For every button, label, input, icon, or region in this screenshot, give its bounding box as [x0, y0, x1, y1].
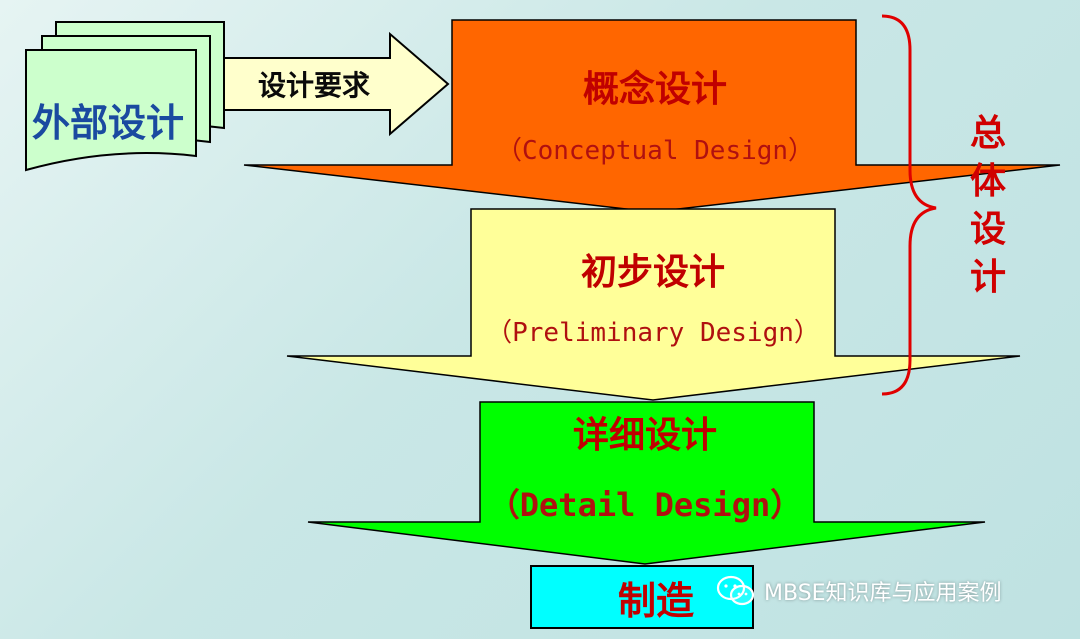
detail-design-subtitle: （Detail Design） — [487, 486, 803, 524]
external-doc-front — [25, 49, 197, 172]
conceptual-design-title: 概念设计 — [582, 69, 728, 110]
requirement-arrow — [223, 31, 450, 137]
external-design-document-stack — [25, 21, 225, 172]
manufacturing-box — [530, 565, 754, 629]
preliminary-design-arrow — [286, 208, 1021, 401]
wechat-icon — [716, 575, 755, 606]
overall-design-bracket — [881, 14, 937, 396]
preliminary-design-subtitle: （Preliminary Design） — [486, 318, 820, 348]
manufacturing-label: 制造 — [617, 579, 695, 623]
conceptual-design-arrow — [243, 19, 1061, 213]
conceptual-design-subtitle: （Conceptual Design） — [495, 136, 815, 166]
overall-design-label: 总体设计 — [970, 113, 1007, 298]
preliminary-design-title: 初步设计 — [580, 252, 726, 293]
watermark-text: MBSE知识库与应用案例 — [764, 581, 1002, 606]
design-requirement-label: 设计要求 — [258, 69, 371, 102]
detail-design-arrow — [307, 401, 986, 565]
watermark: MBSE知识库与应用案例 — [716, 574, 1002, 608]
external-design-label: 外部设计 — [32, 101, 185, 145]
detail-design-title: 详细设计 — [572, 415, 718, 456]
